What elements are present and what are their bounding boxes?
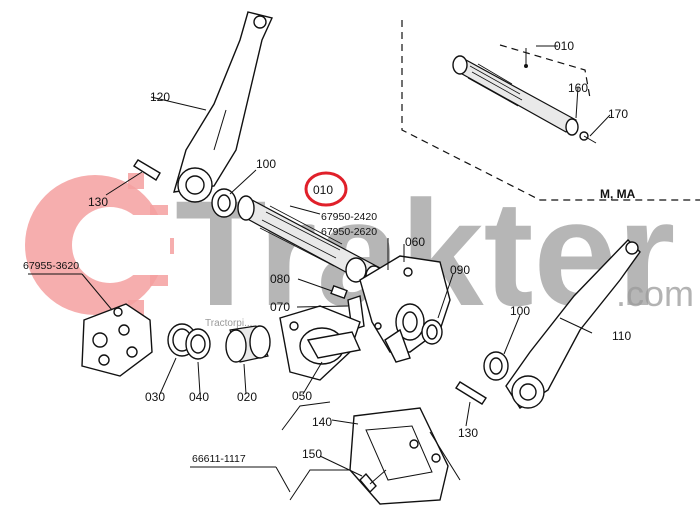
- label-090: 090: [450, 263, 470, 277]
- label-67950-2420: 67950-2420: [321, 211, 377, 223]
- label-150: 150: [302, 447, 322, 461]
- label-130-right: 130: [458, 426, 478, 440]
- watermark-gear-logo: [25, 173, 174, 316]
- leader-lines: [28, 45, 611, 493]
- label-130-left: 130: [88, 195, 108, 209]
- housing-edge: [281, 401, 350, 501]
- label-050: 050: [292, 389, 312, 403]
- label-140: 140: [312, 415, 332, 429]
- center-lift-arm: [359, 255, 451, 363]
- inset-shaft: [452, 48, 597, 144]
- cylinder-body: [279, 305, 361, 381]
- highlight-circle: [304, 171, 348, 207]
- label-66611-1117: 66611-1117: [192, 453, 246, 465]
- right-oil-seal: [483, 351, 509, 381]
- right-spring-pin: [455, 381, 487, 405]
- bolt-150: [359, 469, 387, 494]
- label-010-inset: 010: [554, 39, 574, 53]
- left-lever-arm: [173, 11, 273, 203]
- label-170: 170: [608, 107, 628, 121]
- sleeve-020: [225, 325, 271, 363]
- label-080: 080: [270, 272, 290, 286]
- label-010-circled: 010: [313, 183, 333, 197]
- label-060: 060: [405, 235, 425, 249]
- label-67955-3620: 67955-3620: [23, 260, 79, 272]
- label-020: 020: [237, 390, 257, 404]
- left-spring-pin: [133, 159, 161, 181]
- left-oil-seal: [211, 188, 237, 218]
- bolt-080: [330, 284, 348, 300]
- label-100-right: 100: [510, 304, 530, 318]
- label-67950-2620: 67950-2620: [321, 226, 377, 238]
- label-040: 040: [189, 390, 209, 404]
- label-160: 160: [568, 81, 588, 95]
- hydraulic-valve: [81, 303, 153, 377]
- variant-inset-box: [401, 20, 700, 201]
- cover-plate: [349, 407, 461, 505]
- label-120: 120: [150, 90, 170, 104]
- seal-040: [185, 328, 211, 360]
- main-shaft: [237, 195, 383, 287]
- label-model-tag: M, MA: [600, 187, 636, 201]
- watermark-domain: .com: [616, 273, 694, 314]
- label-100-left: 100: [256, 157, 276, 171]
- watermark-tagline: Tractorpi...: [205, 318, 252, 329]
- label-070: 070: [270, 300, 290, 314]
- ring-090: [421, 319, 443, 345]
- label-110: 110: [612, 329, 631, 343]
- label-030: 030: [145, 390, 165, 404]
